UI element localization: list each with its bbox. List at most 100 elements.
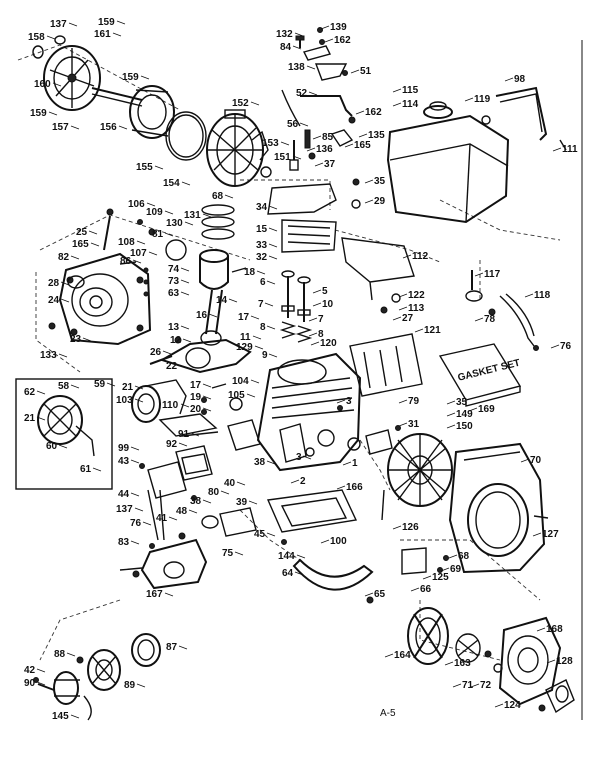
leader-line-152 — [250, 101, 260, 106]
leader-line-159 — [116, 20, 126, 25]
valve-train — [279, 270, 313, 343]
part-callout-130: 130 — [166, 218, 183, 229]
leader-line-76 — [550, 344, 560, 349]
leader-line-37 — [314, 162, 324, 167]
leader-line-162 — [324, 38, 334, 43]
leader-line-41 — [168, 516, 178, 521]
leader-line-28 — [60, 281, 70, 286]
part-callout-37: 37 — [324, 159, 336, 170]
part-callout-52: 52 — [296, 88, 308, 99]
leader-line-3 — [336, 399, 346, 404]
leader-line-24 — [60, 298, 70, 303]
leader-line-159 — [140, 75, 150, 80]
leader-line-19 — [202, 395, 212, 400]
part-callout-43: 43 — [118, 456, 130, 467]
leader-line-124 — [494, 703, 504, 708]
part-callout-90: 90 — [24, 678, 36, 689]
leader-line-92 — [178, 442, 188, 447]
leader-line-156 — [118, 125, 128, 130]
leader-line-10 — [312, 302, 322, 307]
leader-line-112 — [402, 254, 412, 259]
part-callout-108: 108 — [118, 237, 135, 248]
leader-line-21 — [134, 385, 144, 390]
leader-line-157 — [70, 125, 80, 130]
part-callout-33: 33 — [256, 240, 268, 251]
leader-line-165 — [344, 143, 354, 148]
part-callout-60: 60 — [46, 441, 58, 452]
part-callout-70: 70 — [530, 455, 542, 466]
leader-line-119 — [464, 97, 474, 102]
part-callout-62: 62 — [24, 387, 36, 398]
leader-line-139 — [320, 25, 330, 30]
leader-line-7 — [308, 317, 318, 322]
leader-line-111 — [552, 147, 562, 152]
part-callout-35: 35 — [374, 176, 386, 187]
part-callout-113: 113 — [408, 303, 425, 314]
leader-line-125 — [422, 575, 432, 580]
part-callout-6: 6 — [260, 277, 266, 288]
leader-line-138 — [306, 65, 316, 70]
part-callout-2: 2 — [300, 476, 306, 487]
part-callout-34: 34 — [256, 202, 268, 213]
part-callout-137: 137 — [116, 504, 133, 515]
part-callout-24: 24 — [48, 295, 60, 306]
part-callout-76: 76 — [130, 518, 142, 529]
part-callout-100: 100 — [330, 536, 347, 547]
leader-line-88 — [66, 652, 76, 657]
leader-line-35 — [364, 179, 374, 184]
leader-line-145 — [70, 714, 80, 719]
leader-line-151 — [292, 155, 302, 160]
part-callout-151: 151 — [274, 152, 291, 163]
part-callout-3: 3 — [346, 396, 352, 407]
crankshaft — [149, 336, 252, 374]
part-callout-98: 98 — [514, 74, 526, 85]
leader-line-22 — [178, 364, 188, 369]
leader-line-25 — [88, 230, 98, 235]
leader-line-29 — [364, 199, 374, 204]
leader-line-9 — [268, 353, 278, 358]
part-callout-28: 28 — [48, 278, 60, 289]
part-callout-11: 11 — [240, 332, 251, 343]
leader-line-51 — [350, 69, 360, 74]
leader-line-130 — [184, 221, 194, 226]
part-callout-65: 65 — [374, 589, 386, 600]
leader-line-70 — [520, 458, 530, 463]
part-callout-159: 159 — [98, 17, 115, 28]
carburetor — [119, 538, 208, 590]
gasket-set-box: GASKET SET — [438, 343, 521, 407]
leader-line-161 — [112, 32, 122, 37]
leader-line-121 — [414, 328, 424, 333]
leader-line-163 — [444, 661, 454, 666]
part-callout-161: 161 — [94, 29, 111, 40]
part-callout-115: 115 — [402, 85, 419, 96]
leader-line-114 — [392, 102, 402, 107]
part-callout-159: 159 — [122, 72, 139, 83]
part-callout-17: 17 — [238, 312, 250, 323]
leader-line-122 — [398, 293, 408, 298]
leader-line-14 — [228, 298, 238, 303]
part-callout-42: 42 — [24, 665, 36, 676]
governor-linkage — [281, 27, 356, 160]
part-callout-41: 41 — [156, 513, 168, 524]
part-callout-61: 61 — [80, 464, 92, 475]
part-callout-82: 82 — [58, 252, 70, 263]
part-callout-71: 71 — [462, 680, 474, 691]
rewind-starter-parts — [33, 633, 161, 721]
leader-line-113 — [398, 306, 408, 311]
leader-line-109 — [164, 210, 174, 215]
part-callout-160: 160 — [34, 79, 51, 90]
part-callout-167: 167 — [146, 589, 163, 600]
leader-line-159 — [48, 111, 58, 116]
part-callout-89: 89 — [124, 680, 136, 691]
leader-line-43 — [130, 459, 140, 464]
flywheel — [347, 425, 453, 521]
leader-line-34 — [268, 205, 278, 210]
part-callout-149: 149 — [456, 409, 473, 420]
leader-line-32 — [268, 255, 278, 260]
leader-line-31 — [398, 422, 408, 427]
part-callout-152: 152 — [232, 98, 249, 109]
leader-line-105 — [246, 393, 256, 398]
leader-line-82 — [70, 255, 80, 260]
part-callout-35: 35 — [456, 397, 468, 408]
leader-line-83 — [130, 540, 140, 545]
